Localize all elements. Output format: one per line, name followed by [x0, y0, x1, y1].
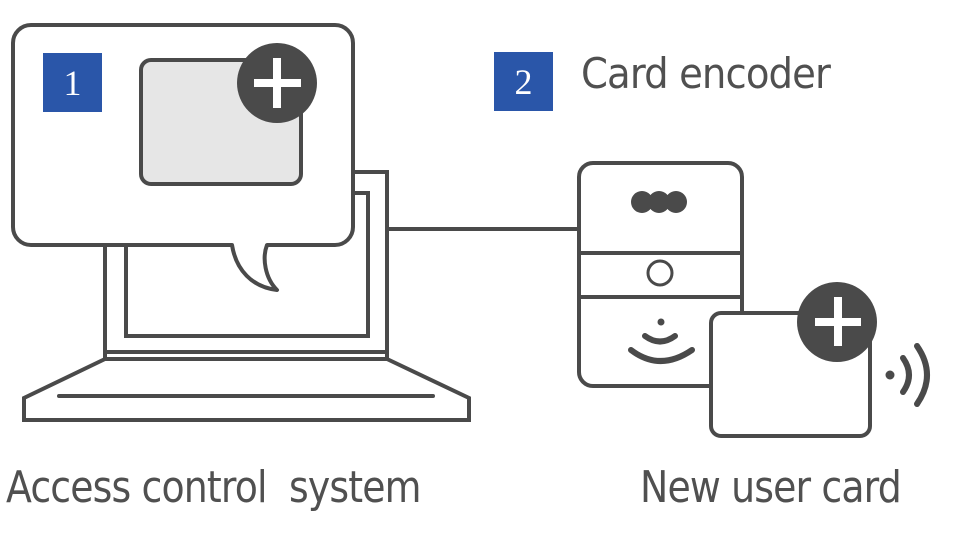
nfc-read-icon [628, 318, 695, 364]
laptop-base [22, 357, 471, 422]
laptop-hinge [103, 350, 389, 361]
encoder-led-dots [631, 191, 687, 213]
encoder-status-ring [646, 259, 674, 287]
step-number-2: 2 [514, 61, 533, 102]
card-encoder-title: Card encoder [581, 49, 831, 98]
step-badge-2: 2 [494, 52, 553, 111]
wireless-signal-icon [885, 343, 930, 407]
card-encoder-icon [577, 161, 744, 388]
step-number-1: 1 [63, 62, 82, 103]
step-badge-1: 1 [43, 53, 102, 112]
plus-circle-icon [797, 282, 877, 362]
access-control-system-label: Access control system [6, 462, 422, 513]
new-user-card-label: New user card [640, 462, 902, 513]
plus-circle-icon [237, 43, 317, 123]
